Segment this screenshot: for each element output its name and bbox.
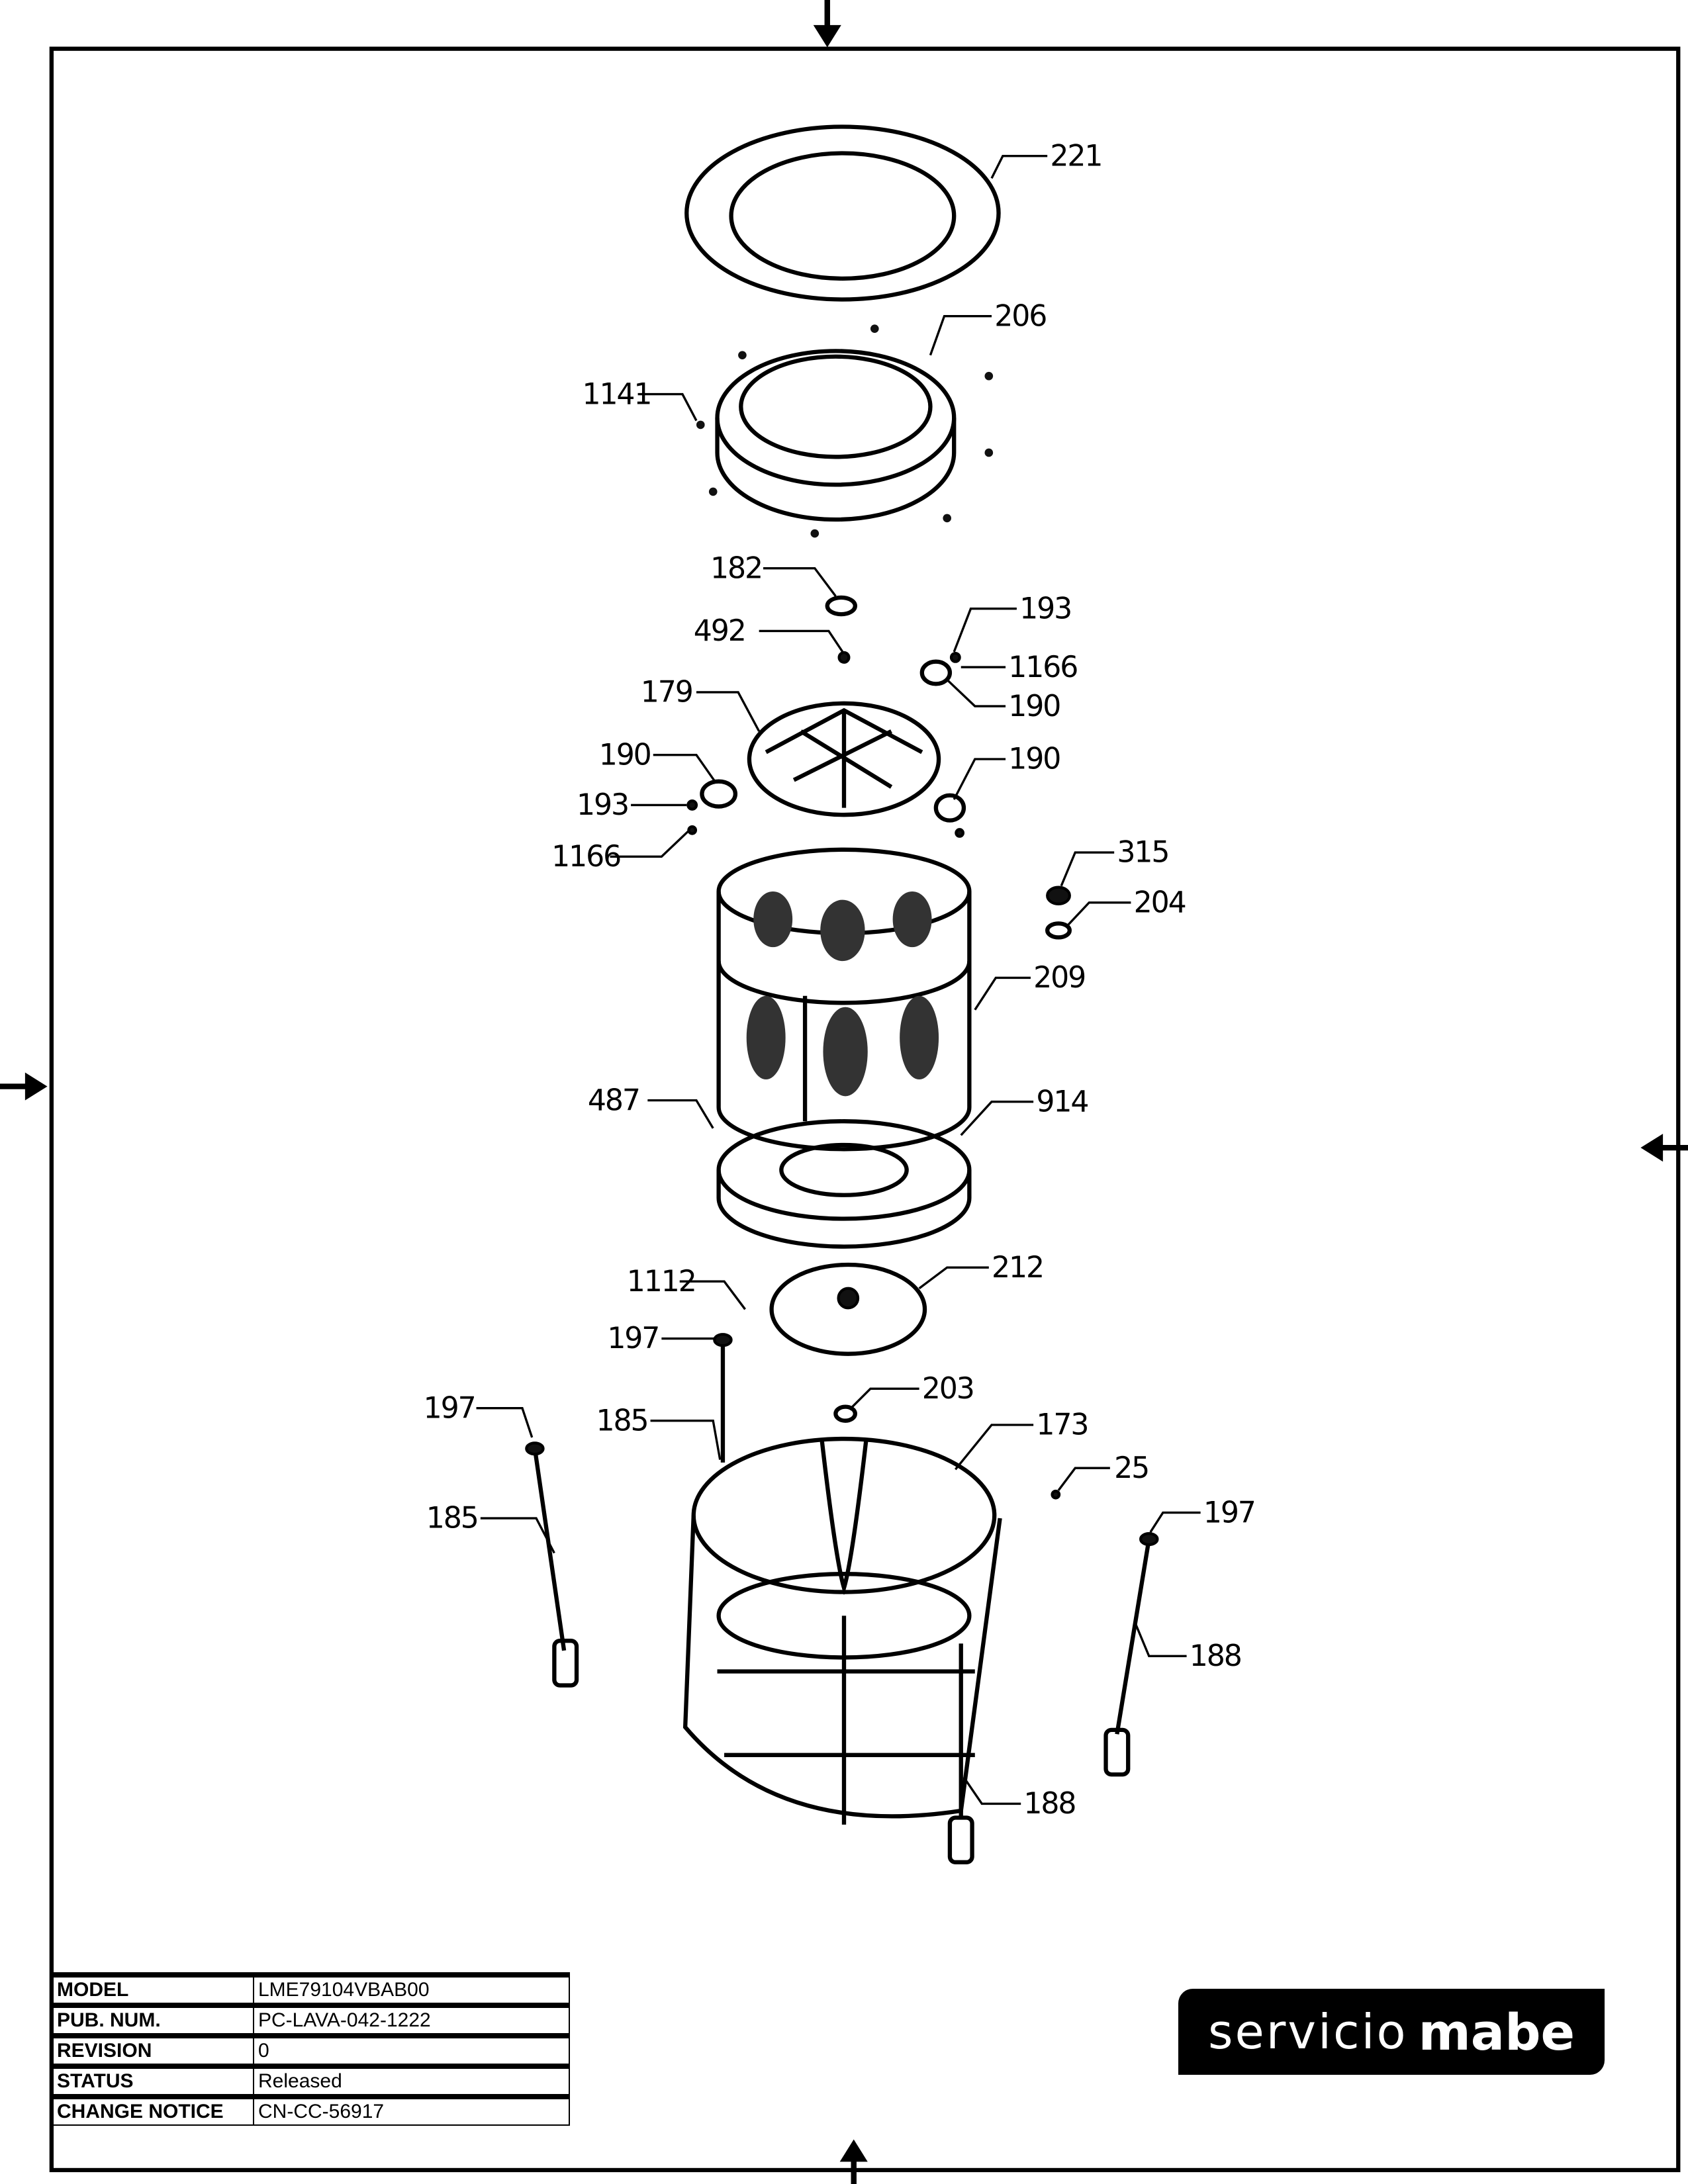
callout-label: 188 xyxy=(1190,1639,1241,1673)
row-value: 0 xyxy=(253,2033,570,2067)
callout-label: 203 xyxy=(922,1372,974,1406)
row-value: Released xyxy=(253,2064,570,2097)
row-label: STATUS xyxy=(52,2064,254,2097)
part-182-nut xyxy=(825,595,857,617)
part-173-tub xyxy=(682,1436,1002,1825)
row-value: LME79104VBAB00 xyxy=(253,1972,570,2006)
callout-label: 914 xyxy=(1036,1085,1088,1118)
callout-label: 1112 xyxy=(627,1265,696,1298)
callout-label: 182 xyxy=(710,551,762,585)
part-221-ring-cover xyxy=(684,124,1001,302)
part-315-204-washers xyxy=(1045,886,1072,940)
callout-label: 206 xyxy=(994,299,1046,333)
screws-1141 xyxy=(696,324,994,538)
callout-label: 188 xyxy=(1023,1787,1075,1821)
part-914-hub xyxy=(716,1119,972,1249)
logo-text-bold: mabe xyxy=(1418,2002,1575,2062)
part-206-balance-ring xyxy=(715,349,957,522)
callout-label: 179 xyxy=(641,676,692,709)
callout-label: 221 xyxy=(1050,139,1102,173)
callout-label: 185 xyxy=(426,1502,478,1535)
callout-label: 173 xyxy=(1036,1408,1088,1442)
part-492-screw xyxy=(837,651,851,664)
parts-185-188-suspension-rods xyxy=(525,1333,1159,1864)
callout-label: 209 xyxy=(1033,961,1085,995)
callout-label: 1141 xyxy=(582,377,651,411)
row-label: CHANGE NOTICE xyxy=(52,2094,254,2126)
row-label: MODEL xyxy=(52,1972,254,2006)
part-25-screw xyxy=(1051,1489,1061,1500)
callout-label: 315 xyxy=(1117,836,1168,870)
callout-leaders xyxy=(476,155,1201,1805)
part-209-basket xyxy=(716,847,972,1152)
callout-label: 492 xyxy=(694,614,745,648)
callout-label: 25 xyxy=(1114,1451,1149,1485)
callout-label: 487 xyxy=(588,1083,639,1117)
row-label: PUB. NUM. xyxy=(52,2003,254,2036)
row-value: CN-CC-56917 xyxy=(253,2094,570,2126)
callout-label: 1166 xyxy=(551,840,620,874)
part-212-flange xyxy=(769,1262,927,1356)
part-190-fins xyxy=(686,651,966,838)
part-203-washer xyxy=(833,1404,857,1423)
callout-label: 193 xyxy=(577,788,628,822)
callout-label: 197 xyxy=(1203,1496,1255,1529)
callout-label: 204 xyxy=(1134,886,1186,920)
callout-label: 190 xyxy=(1008,690,1060,723)
servicio-mabe-logo: servicio mabe xyxy=(1178,1989,1605,2075)
row-value: PC-LAVA-042-1222 xyxy=(253,2003,570,2036)
callout-label: 1166 xyxy=(1008,651,1077,684)
part-179-impeller xyxy=(747,701,941,817)
row-label: REVISION xyxy=(52,2033,254,2067)
callout-label: 197 xyxy=(607,1322,659,1355)
callout-label: 190 xyxy=(599,738,651,772)
callout-label: 190 xyxy=(1008,743,1060,776)
callout-label: 185 xyxy=(596,1404,647,1437)
table-row: PUB. NUM.PC-LAVA-042-1222 xyxy=(52,2003,570,2036)
callout-label: 197 xyxy=(424,1391,475,1425)
callout-label: 212 xyxy=(992,1251,1043,1285)
logo-text-light: servicio xyxy=(1207,2004,1408,2060)
drawing-border xyxy=(49,46,1681,2173)
callout-labels: 221 206 1141 182 492 193 1166 190 179 19… xyxy=(424,139,1256,1821)
callout-label: 193 xyxy=(1019,592,1071,625)
